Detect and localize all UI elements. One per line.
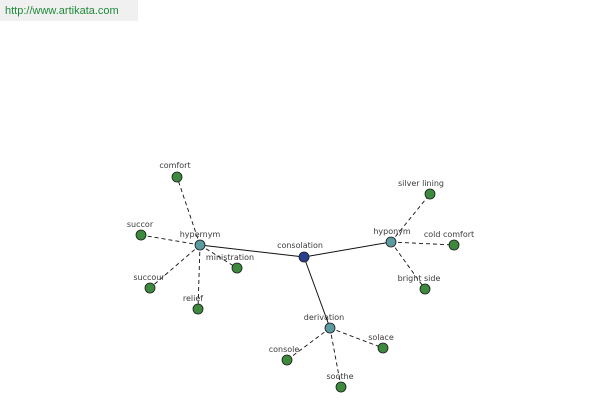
label-solace[interactable]: solace bbox=[368, 333, 394, 342]
label-soothe[interactable]: soothe bbox=[326, 372, 353, 381]
node-hyponym[interactable] bbox=[385, 236, 397, 248]
label-hypernym[interactable]: hypernym bbox=[180, 230, 221, 239]
edge-consolation-derivation bbox=[303, 256, 331, 329]
node-relief[interactable] bbox=[192, 303, 204, 315]
graph-edges bbox=[140, 176, 455, 388]
node-console[interactable] bbox=[281, 354, 293, 366]
label-silver-lining[interactable]: silver lining bbox=[398, 179, 444, 188]
label-succour[interactable]: succour bbox=[133, 273, 165, 282]
node-consolation[interactable] bbox=[298, 251, 310, 263]
edge-derivation-solace bbox=[329, 327, 384, 349]
node-derivation[interactable] bbox=[324, 322, 336, 334]
edge-hyponym-bright-side bbox=[390, 241, 426, 290]
node-cold-comfort[interactable] bbox=[448, 239, 460, 251]
edge-hypernym-succour bbox=[149, 244, 201, 289]
node-comfort[interactable] bbox=[171, 171, 183, 183]
label-hyponym[interactable]: hyponym bbox=[373, 227, 411, 236]
graph-labels: consolation hypernym comfort succor succour r… bbox=[127, 161, 474, 381]
edge-hypernym-relief bbox=[197, 244, 201, 310]
node-ministration[interactable] bbox=[231, 262, 243, 274]
label-consolation[interactable]: consolation bbox=[277, 241, 323, 250]
edge-hypernym-ministration bbox=[199, 244, 238, 269]
source-url[interactable]: http://www.artikata.com bbox=[0, 0, 138, 21]
edge-consolation-hypernym bbox=[199, 244, 305, 258]
graph-nodes bbox=[135, 171, 460, 393]
edge-derivation-soothe bbox=[329, 327, 342, 388]
node-hypernym[interactable] bbox=[194, 239, 206, 251]
edge-hypernym-comfort bbox=[176, 176, 201, 246]
label-bright-side[interactable]: bright side bbox=[398, 274, 441, 283]
node-succor[interactable] bbox=[135, 229, 147, 241]
label-succor[interactable]: succor bbox=[127, 220, 154, 229]
edge-hypernym-succor bbox=[140, 234, 201, 246]
node-succour[interactable] bbox=[144, 282, 156, 294]
edge-hyponym-cold-comfort bbox=[390, 241, 455, 246]
label-comfort[interactable]: comfort bbox=[159, 161, 190, 170]
node-silver-lining[interactable] bbox=[424, 188, 436, 200]
node-bright-side[interactable] bbox=[419, 283, 431, 295]
label-cold-comfort[interactable]: cold comfort bbox=[424, 230, 474, 239]
edge-consolation-hyponym bbox=[303, 241, 392, 258]
label-derivation[interactable]: derivation bbox=[304, 313, 344, 322]
label-relief[interactable]: relief bbox=[183, 294, 203, 303]
edge-derivation-console bbox=[286, 327, 331, 361]
node-soothe[interactable] bbox=[335, 381, 347, 393]
label-ministration[interactable]: ministration bbox=[206, 253, 254, 262]
node-solace[interactable] bbox=[377, 342, 389, 354]
label-console[interactable]: console bbox=[269, 345, 300, 354]
edge-hyponym-silver-lining bbox=[390, 193, 431, 243]
